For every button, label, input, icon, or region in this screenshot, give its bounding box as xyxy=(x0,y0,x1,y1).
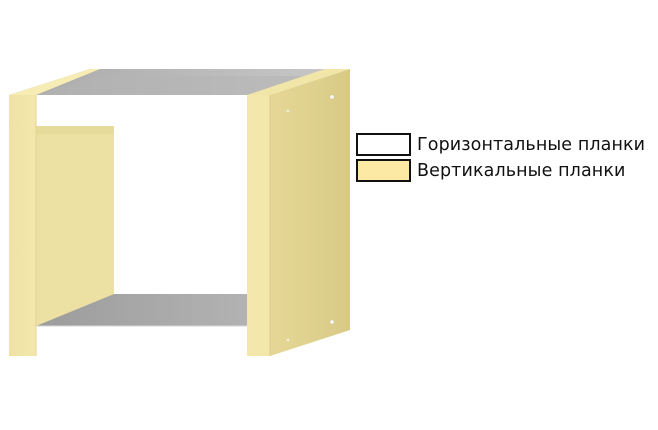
legend-label-horizontal: Горизонтальные планки xyxy=(417,134,646,155)
bottom-board xyxy=(36,294,280,356)
screw-icon xyxy=(329,319,335,325)
left-side-board xyxy=(9,69,100,356)
legend-item-horizontal: Горизонтальные планки xyxy=(356,132,656,157)
legend-item-vertical: Вертикальные планки xyxy=(356,158,656,183)
screw-icon xyxy=(329,94,335,100)
legend-swatch-vertical xyxy=(356,159,411,182)
top-board xyxy=(9,69,350,111)
legend-swatch-horizontal xyxy=(356,133,411,156)
legend-label-vertical: Вертикальные планки xyxy=(417,160,626,181)
back-panel xyxy=(36,126,114,326)
screw-icon xyxy=(286,109,290,113)
right-side-board xyxy=(247,69,350,356)
screw-icon xyxy=(286,338,290,342)
legend: Горизонтальные планки Вертикальные планк… xyxy=(356,132,656,184)
